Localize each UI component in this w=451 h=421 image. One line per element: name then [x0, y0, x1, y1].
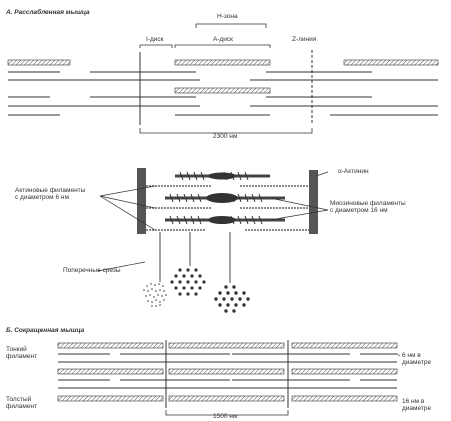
h-zone-bracket — [195, 23, 267, 28]
cross-sections-label: Поперечные срезы — [63, 267, 121, 274]
i-disk-label: I-диск — [146, 36, 164, 43]
relaxed-length-label: 2300 нм — [213, 133, 238, 140]
cross-section-actin — [143, 283, 167, 307]
z-disk-right — [309, 170, 318, 234]
section-lines — [159, 232, 231, 283]
thin-diameter-pointer — [396, 353, 401, 357]
contracted-sarcomere — [57, 340, 401, 416]
a-disk-bracket — [174, 44, 271, 48]
thick-filament — [168, 342, 285, 349]
thick-filament — [57, 342, 164, 349]
a-disk-label: А-диск — [213, 36, 234, 43]
myosin-heads — [206, 172, 238, 224]
panel-a-title: А. Расслабленная мышца — [6, 9, 90, 16]
filament-detail — [97, 168, 329, 313]
thick-filament — [168, 395, 285, 402]
i-disk-bracket — [139, 44, 173, 48]
actin-filaments-label: Актиновые филаменты с диаметром 6 нм — [15, 187, 86, 201]
h-zone-label: Н-зона — [217, 13, 238, 20]
myosin-cross-bridges — [169, 171, 263, 225]
z-line-label: Z-линия — [292, 36, 317, 43]
pointer-lines — [97, 171, 329, 272]
cross-section-overlap — [170, 268, 206, 296]
length-bracket-contracted — [165, 410, 289, 416]
thin-filament-label: Тонкий филамент — [6, 346, 38, 360]
z-disk-left — [137, 168, 146, 234]
thick-filament — [7, 59, 71, 66]
cross-section-myosin — [214, 285, 250, 313]
thin-filaments — [8, 71, 438, 116]
thick-filament — [291, 395, 398, 402]
actin-filaments — [146, 185, 309, 231]
thick-filament — [57, 395, 164, 402]
length-bracket-relaxed — [139, 128, 313, 134]
alpha-actinin-label: α-Актинин — [338, 168, 369, 175]
relaxed-sarcomere — [7, 23, 439, 134]
panel-b-title: Б. Сокращенная мышца — [6, 327, 85, 334]
thin-diameter-label: 6 нм в диаметре — [402, 352, 432, 366]
thick-filament — [57, 368, 164, 375]
myosin-filaments-label: Миозиновые филаменты с диаметром 16 нм — [330, 200, 406, 214]
thick-filament — [343, 59, 439, 66]
thin-filaments-contracted — [58, 353, 397, 389]
thick-filament — [291, 342, 398, 349]
thick-filament — [291, 368, 398, 375]
thick-filament-label: Толстый филамент — [6, 396, 38, 410]
thick-filament — [168, 368, 285, 375]
thick-filament — [174, 59, 271, 66]
thick-diameter-label: 16 нм в диаметре — [402, 398, 432, 412]
contracted-length-label: 1500 нм — [213, 413, 238, 420]
thick-filament — [174, 87, 271, 94]
